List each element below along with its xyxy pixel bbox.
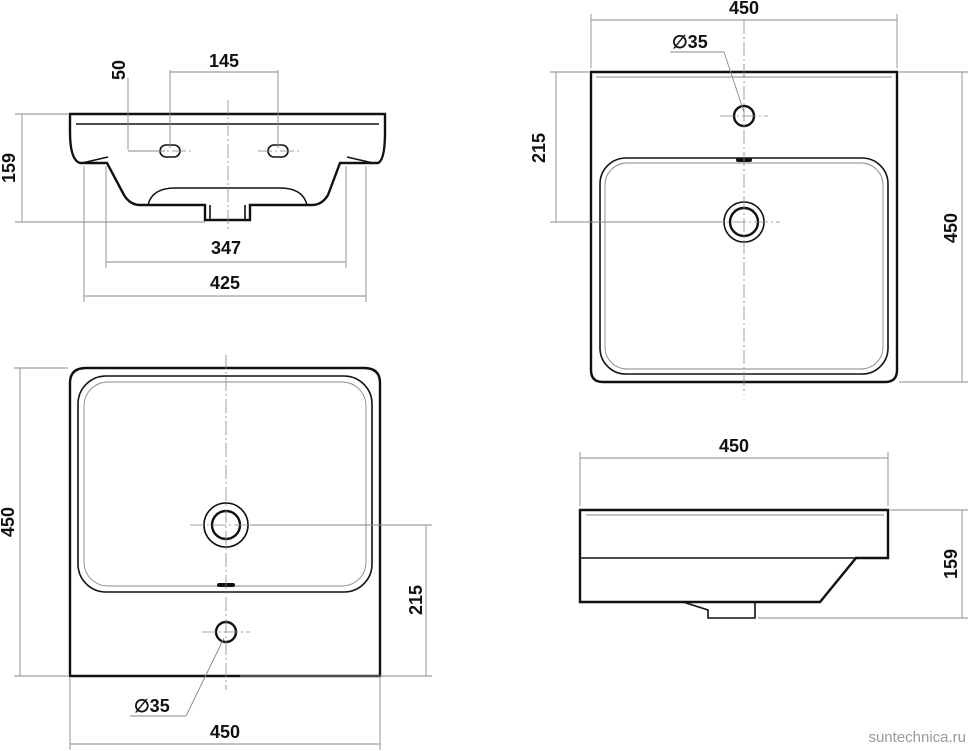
dim-tap-hole-diameter: ∅35 — [672, 32, 708, 52]
dim-depth: 450 — [941, 213, 961, 243]
dim-tap-hole-diameter: ∅35 — [134, 696, 170, 716]
dim-hole-offset: 50 — [109, 60, 129, 80]
dim-side-width: 450 — [719, 436, 749, 456]
top-view-left: 450 215 ∅35 450 — [0, 355, 432, 750]
front-view: 145 50 159 347 425 — [0, 51, 387, 302]
dim-depth: 450 — [0, 507, 18, 537]
dim-hole-distance: 215 — [406, 585, 426, 615]
dim-inner-width: 347 — [211, 238, 241, 258]
top-view-right: 450 ∅35 215 450 — [529, 0, 968, 395]
side-view: 450 159 — [578, 436, 968, 619]
dim-width: 450 — [210, 722, 240, 742]
dim-side-height: 159 — [941, 549, 961, 579]
dim-hole-spacing: 145 — [209, 51, 239, 71]
dim-hole-distance: 215 — [529, 133, 549, 163]
watermark: suntechnica.ru — [868, 729, 966, 746]
dim-outer-width: 425 — [210, 273, 240, 293]
dim-top-width: 450 — [729, 0, 759, 18]
dim-front-height: 159 — [0, 153, 19, 183]
